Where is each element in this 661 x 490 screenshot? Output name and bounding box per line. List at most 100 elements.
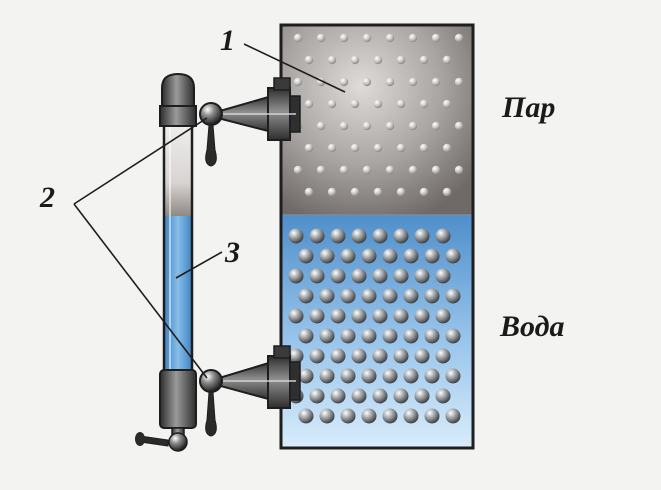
water-particle [309,308,325,324]
lower-tap-valve [199,345,301,437]
steam-particle [350,55,360,65]
steam-particle [304,187,314,197]
steam-particle [408,77,418,87]
water-particle [372,348,388,364]
steam-particle [304,99,314,109]
water-particle [382,408,398,424]
water-particle [403,368,419,384]
steam-particle [419,99,429,109]
steam-particle [385,165,395,175]
water-particle [403,248,419,264]
water-particle [445,408,461,424]
gauge-top-cap [161,72,195,107]
water-particle [288,268,304,284]
water-particle [340,368,356,384]
water-particle [414,388,430,404]
water-particle [309,348,325,364]
water-particle [372,228,388,244]
steam-particle [362,165,372,175]
water-particle [361,328,377,344]
water-particle [330,228,346,244]
gauge-glass [159,72,197,441]
water-particle [382,368,398,384]
steam-particle [431,77,441,87]
steam-label: Пар [501,91,555,124]
steam-particle [339,121,349,131]
water-particle [288,308,304,324]
upper-drip-handle [205,124,217,167]
steam-particle [454,165,464,175]
water-particle [424,368,440,384]
water-particle [403,408,419,424]
steam-particle [327,55,337,65]
water-particle [382,288,398,304]
water-particle [403,328,419,344]
water-particle [414,348,430,364]
steam-particle [442,143,452,153]
steam-particle [304,55,314,65]
callout-3-leader [175,251,223,279]
water-particle [435,308,451,324]
water-particle [393,308,409,324]
water-particle [393,228,409,244]
water-particle [340,408,356,424]
water-particle [361,408,377,424]
water-particle [372,388,388,404]
steam-particles [293,33,464,197]
steam-particle [339,77,349,87]
steam-particle [327,187,337,197]
water-particle [361,368,377,384]
water-particle [298,368,314,384]
steam-particle [373,187,383,197]
water-particle [435,268,451,284]
steam-particle [327,143,337,153]
water-particle [351,268,367,284]
boiler-vessel [279,23,475,450]
water-particle [372,308,388,324]
steam-particle [350,99,360,109]
steam-particle [316,165,326,175]
steam-particle [442,187,452,197]
water-particle [382,248,398,264]
steam-particle [327,99,337,109]
callout-2-leader-bottom [73,203,208,379]
steam-particle [454,121,464,131]
callout-1-label: 1 [220,24,235,57]
water-particle [340,248,356,264]
water-particle [319,288,335,304]
water-particle [424,248,440,264]
water-particle [330,268,346,284]
water-particle [288,348,304,364]
water-particle [445,368,461,384]
water-particle [361,248,377,264]
water-particle [435,348,451,364]
steam-particle [419,55,429,65]
water-particle [351,348,367,364]
water-label: Вода [499,310,565,343]
water-particle [340,328,356,344]
water-particle [309,268,325,284]
steam-particle [373,99,383,109]
water-particle [435,228,451,244]
water-particle [372,268,388,284]
lower-drip-handle [205,391,217,437]
steam-particle [316,121,326,131]
water-particle [393,388,409,404]
steam-particle [431,165,441,175]
steam-particle [350,143,360,153]
water-particle [445,328,461,344]
steam-particle [373,55,383,65]
steam-particle [385,77,395,87]
water-particle [340,288,356,304]
water-particle [330,388,346,404]
steam-particle [373,143,383,153]
steam-particle [304,143,314,153]
water-particle [351,388,367,404]
callout-3-label: 3 [224,236,240,269]
water-particle [298,328,314,344]
steam-region [281,25,473,215]
steam-particle [350,187,360,197]
water-particle [445,288,461,304]
callout-lines [73,43,346,379]
